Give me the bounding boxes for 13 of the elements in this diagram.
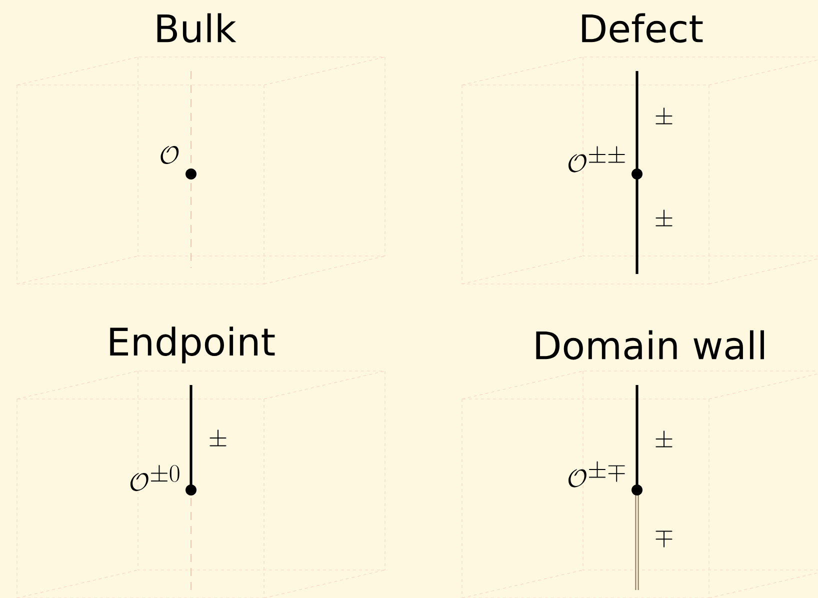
sign-label: $\pm$ (656, 210, 672, 226)
panel-title: Domain wall (536, 330, 764, 360)
operator-label: $\mathcal{O}^{\pm\mp}$ (568, 461, 625, 488)
panel-title: Bulk (157, 13, 236, 43)
sign-label: $\pm$ (210, 430, 226, 446)
sign-label: $\pm$ (656, 430, 672, 448)
panel-title: Endpoint (110, 326, 275, 364)
operator-label: $\mathcal{O}$ (160, 146, 179, 164)
panel-title: Defect (582, 13, 703, 43)
sign-label: $\mp$ (656, 530, 672, 548)
operator-label: $\mathcal{O}^{\pm\pm}$ (568, 146, 625, 172)
operator-label: $\mathcal{O}^{\pm 0}$ (130, 464, 180, 492)
sign-label: $\pm$ (656, 108, 672, 124)
